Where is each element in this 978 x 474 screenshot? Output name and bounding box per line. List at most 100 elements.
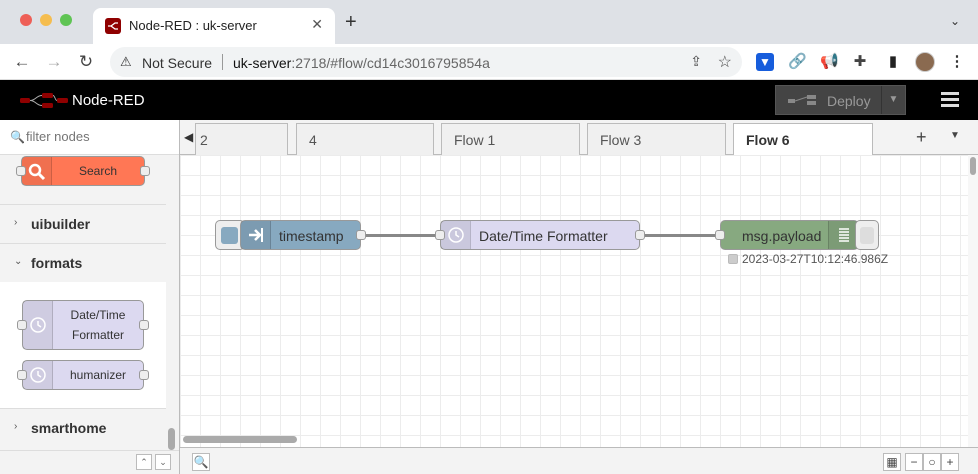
inject-output-port[interactable]	[356, 230, 366, 240]
arrow-in-icon	[241, 221, 271, 249]
workspace-footer: 🔍 ▦ − ○ +	[180, 447, 978, 474]
navigator-map-icon[interactable]: ▦	[883, 453, 901, 471]
zoom-reset-icon[interactable]: ○	[923, 453, 941, 471]
palette-node-output-port	[140, 166, 150, 176]
browser-menu-icon[interactable]: ⋮	[949, 53, 965, 70]
search-node-label: Search	[78, 164, 118, 178]
collapse-all-icon[interactable]: ⌃	[136, 454, 152, 470]
palette-footer: ⌃ ⌄	[0, 450, 179, 474]
tab-2[interactable]: 2	[195, 123, 288, 155]
category-formats[interactable]: ⌄ formats	[0, 243, 166, 281]
palette-content: Search › uibuilder ⌄ formats Date/Time F…	[0, 156, 166, 448]
filter-nodes-input[interactable]	[26, 129, 166, 144]
palette-scrollbar[interactable]	[168, 428, 175, 450]
zoom-in-icon[interactable]: +	[941, 453, 959, 471]
vertical-scroll-thumb[interactable]	[970, 157, 976, 175]
url-host: uk-server	[233, 55, 292, 71]
back-button[interactable]: ←	[13, 52, 31, 71]
maximize-window-button[interactable]	[60, 14, 72, 26]
bookmark-star-icon[interactable]: ☆	[717, 54, 732, 71]
browser-tab-title: Node-RED : uk-server	[129, 18, 257, 33]
deploy-icon	[788, 95, 816, 105]
tab-list-chevron-icon[interactable]: ▼	[950, 130, 960, 141]
side-panel-icon[interactable]: ▮	[888, 53, 898, 70]
tab-label: Flow 6	[746, 132, 790, 148]
search-flows-icon[interactable]: 🔍	[192, 453, 210, 471]
category-uibuilder[interactable]: › uibuilder	[0, 204, 166, 242]
address-bar[interactable]: ⚠ Not Secure uk-server:2718/#flow/cd14c3…	[110, 47, 742, 77]
clock-icon	[23, 301, 53, 349]
extensions-puzzle-icon[interactable]: ✚	[853, 53, 867, 70]
bitwarden-extension-icon[interactable]: ▼	[756, 53, 774, 71]
clock-icon	[23, 361, 53, 389]
scroll-left-icon[interactable]: ◀	[184, 130, 194, 144]
wire[interactable]	[642, 234, 720, 237]
flow-canvas[interactable]	[180, 155, 968, 447]
wire[interactable]	[362, 234, 440, 237]
forward-button[interactable]: →	[45, 52, 63, 71]
tab-4[interactable]: 4	[296, 123, 434, 155]
palette-search: 🔍	[0, 120, 179, 155]
close-window-button[interactable]	[20, 14, 32, 26]
debug-node-label: msg.payload	[742, 228, 822, 244]
canvas-horizontal-scroll-thumb[interactable]	[183, 436, 297, 443]
security-label[interactable]: Not Secure	[142, 55, 213, 71]
reload-button[interactable]: ↻	[78, 52, 94, 71]
zoom-out-icon[interactable]: −	[905, 453, 923, 471]
browser-tab[interactable]: Node-RED : uk-server ✕	[93, 8, 335, 44]
debug-node[interactable]: msg.payload	[720, 220, 859, 250]
add-flow-button[interactable]: +	[916, 127, 927, 147]
tab-label: 4	[309, 132, 317, 148]
node-red-favicon-icon	[105, 18, 121, 34]
browser-toolbar: ← → ↻ ⚠ Not Secure uk-server:2718/#flow/…	[0, 44, 978, 80]
humanizer-label: humanizer	[69, 368, 127, 382]
palette-node-output-port	[139, 320, 149, 330]
share-icon[interactable]: ⇪	[690, 53, 702, 69]
category-smarthome[interactable]: › smarthome	[0, 408, 166, 446]
link-extension-icon[interactable]: 🔗	[788, 53, 807, 70]
formatter-input-port[interactable]	[435, 230, 445, 240]
category-label: uibuilder	[31, 216, 91, 232]
tab-flow-1[interactable]: Flow 1	[441, 123, 580, 155]
warning-icon[interactable]: ⚠	[120, 54, 132, 69]
inject-node[interactable]: timestamp	[240, 220, 361, 250]
url-path: :2718/#flow/cd14c3016795854a	[291, 55, 490, 71]
expand-all-icon[interactable]: ⌄	[155, 454, 171, 470]
deploy-dropdown-caret-icon[interactable]: ▼	[881, 86, 905, 114]
formatter-output-port[interactable]	[635, 230, 645, 240]
tab-label: Flow 1	[454, 132, 496, 148]
inject-node-label: timestamp	[279, 228, 344, 244]
category-label: formats	[31, 255, 83, 271]
node-red-header: Node-RED Deploy ▼	[0, 80, 978, 120]
new-tab-button[interactable]: +	[345, 11, 357, 33]
tab-flow-6[interactable]: Flow 6	[733, 123, 873, 156]
canvas-vertical-scrollbar[interactable]	[968, 155, 978, 447]
debug-toggle-button[interactable]	[855, 220, 879, 250]
tab-flow-3[interactable]: Flow 3	[587, 123, 726, 155]
tab-search-chevron-icon[interactable]: ⌄	[949, 14, 960, 28]
close-tab-icon[interactable]: ✕	[311, 16, 323, 32]
node-palette: 🔍 Search › uibuilder ⌄ formats	[0, 120, 180, 474]
browser-tab-bar: Node-RED : uk-server ✕ + ⌄	[0, 0, 978, 44]
palette-node-output-port	[139, 370, 149, 380]
palette-node-input-port	[17, 370, 27, 380]
status-dot-icon	[728, 254, 738, 264]
megaphone-extension-icon[interactable]: 📢	[820, 53, 839, 70]
profile-avatar[interactable]	[915, 52, 935, 72]
minimize-window-button[interactable]	[40, 14, 52, 26]
datetime-formatter-node[interactable]: Date/Time Formatter	[440, 220, 640, 250]
url-text[interactable]: uk-server:2718/#flow/cd14c3016795854a	[233, 55, 490, 71]
debug-input-port[interactable]	[715, 230, 725, 240]
tab-label: 2	[200, 132, 208, 148]
list-lines-icon	[828, 221, 858, 249]
palette-node-input-port	[16, 166, 26, 176]
palette-node-humanizer[interactable]: humanizer	[22, 360, 144, 390]
deploy-button[interactable]: Deploy ▼	[775, 85, 906, 115]
palette-node-search[interactable]: Search	[21, 156, 145, 186]
main-menu-icon[interactable]	[941, 92, 959, 108]
workspace-tabs: ◀ 2 4 Flow 1 Flow 3 Flow 6 + ▼	[180, 120, 978, 156]
node-red-title: Node-RED	[72, 92, 145, 109]
node-red-logo-icon	[20, 93, 68, 108]
palette-node-datetime-formatter[interactable]: Date/Time Formatter	[22, 300, 144, 350]
tab-label: Flow 3	[600, 132, 642, 148]
